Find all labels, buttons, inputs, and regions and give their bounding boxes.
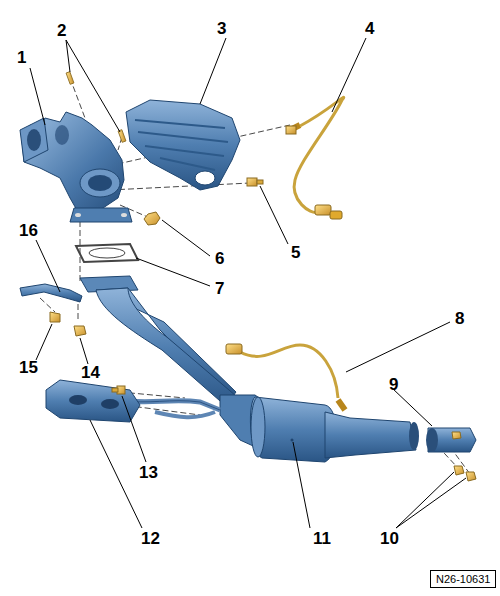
callout-number: 7: [215, 280, 224, 297]
nut: [144, 212, 160, 225]
figure-id-box: N26-10631: [430, 570, 496, 588]
callout-number: 9: [389, 376, 398, 393]
nut: [74, 326, 86, 336]
callout-number: 4: [365, 20, 374, 37]
gasket: [76, 244, 138, 262]
callout-number: 8: [455, 310, 464, 327]
bolt: [247, 178, 263, 186]
flange: [426, 428, 476, 452]
heat-shield: [46, 380, 140, 422]
bracket: [20, 284, 82, 302]
callout-number: 13: [139, 464, 158, 481]
bolt: [50, 312, 60, 322]
callout-number: 1: [17, 49, 26, 66]
callout-number: 15: [19, 359, 38, 376]
callout-number: 5: [291, 244, 300, 261]
oxygen-sensor: [226, 344, 345, 410]
bolt: [112, 386, 125, 394]
callout-number: 16: [19, 222, 38, 239]
front-pipe-catalytic-converter: [80, 276, 419, 462]
callout-number: 6: [215, 250, 224, 267]
leader-line: [30, 38, 466, 528]
callout-number: 10: [380, 530, 399, 547]
callout-number: 2: [57, 22, 66, 39]
callout-number: 3: [217, 20, 226, 37]
nut: [452, 432, 476, 481]
callout-number: 12: [141, 530, 160, 547]
callout-number: 11: [313, 530, 331, 547]
exhaust-manifold: [20, 112, 132, 222]
callout-number: 14: [81, 364, 100, 381]
heat-shield: [126, 100, 240, 190]
stud: [66, 72, 126, 143]
figure-id: N26-10631: [436, 573, 490, 585]
oxygen-sensor: [286, 97, 344, 219]
